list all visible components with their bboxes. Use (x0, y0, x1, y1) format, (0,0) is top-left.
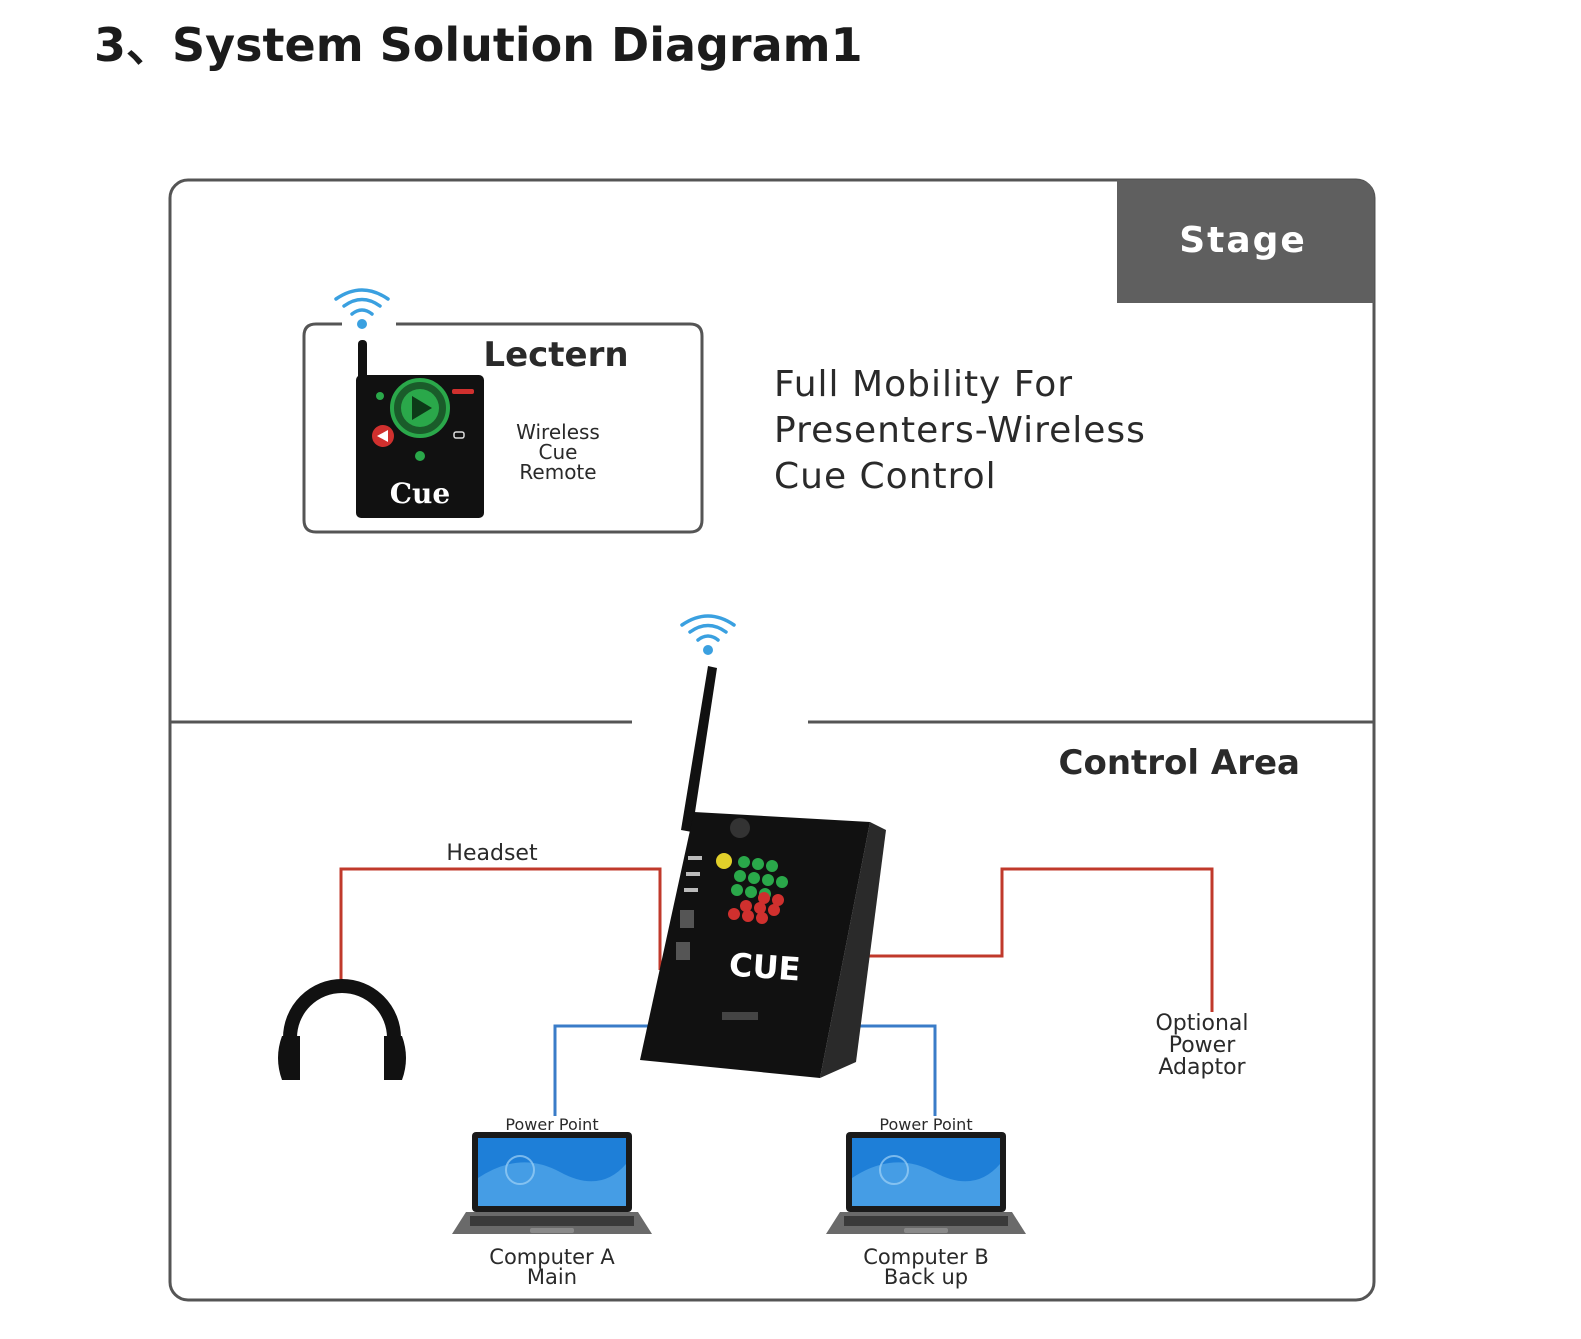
stage-tagline-line-2: Presenters-Wireless (774, 410, 1146, 451)
computer-a-software-label: Power Point (505, 1115, 598, 1134)
remote-sensor-icon (415, 451, 425, 461)
usb-cable-computer-a (553, 1024, 650, 1116)
stage-label: Stage (1179, 220, 1307, 261)
headset-label: Headset (446, 841, 538, 866)
receiver-antenna (681, 666, 717, 832)
remote-body (356, 375, 484, 518)
wireless-remote-device: Cue (356, 340, 484, 518)
control-area-label: Control Area (1059, 743, 1300, 783)
computer-b: Power Point Computer B Back up (826, 1115, 1026, 1289)
computer-a: Power Point Computer A Main (452, 1115, 652, 1289)
remote-status-led (376, 392, 384, 400)
receiver-body (640, 812, 870, 1078)
computer-b-role: Back up (884, 1265, 968, 1289)
play-icon (412, 396, 432, 420)
computer-b-software-label: Power Point (879, 1115, 972, 1134)
receiver-brand-label: CUE (728, 946, 802, 989)
stage-tab (1117, 180, 1374, 303)
cue-receiver-device: CUE (640, 666, 886, 1078)
remote-caption-line-1: Wireless (516, 420, 600, 444)
remote-brand-label: Cue (390, 477, 450, 510)
headset-cable (339, 867, 662, 986)
diagram-frame (168, 178, 1376, 1302)
power-adaptor-label-line-3: Adaptor (1158, 1055, 1246, 1080)
usb-cable-computer-b (850, 1024, 937, 1116)
power-adaptor-cable (862, 867, 1214, 1012)
lectern-frame (302, 322, 704, 534)
remote-caption-line-3: Remote (519, 460, 596, 484)
receiver-side-panel (820, 822, 886, 1078)
stage-tagline-line-1: Full Mobility For (774, 364, 1073, 405)
lectern-title: Lectern (483, 335, 628, 375)
power-adaptor-label-line-2: Power (1169, 1033, 1236, 1058)
wifi-icon (680, 614, 736, 655)
laptop-icon (826, 1132, 1026, 1234)
computer-a-role: Main (527, 1265, 577, 1289)
back-arrow-icon (377, 430, 388, 442)
stage-tagline-line-3: Cue Control (774, 456, 997, 497)
headset-icon (278, 979, 406, 1080)
green-button-grid (731, 856, 788, 900)
remote-caption-line-2: Cue (539, 440, 578, 464)
lectern-panel: Lectern Wireless Cue Remote (302, 322, 704, 534)
computer-b-name: Computer B (863, 1245, 988, 1269)
wifi-icon (334, 288, 390, 329)
receiver-indicator-light (716, 853, 732, 869)
power-adaptor-label-line-1: Optional (1155, 1011, 1248, 1036)
computer-a-name: Computer A (489, 1245, 615, 1269)
remote-antenna (358, 340, 367, 380)
page-title: 3、System Solution Diagram1 (94, 18, 863, 72)
laptop-icon (452, 1132, 652, 1234)
red-button-grid (728, 892, 784, 924)
